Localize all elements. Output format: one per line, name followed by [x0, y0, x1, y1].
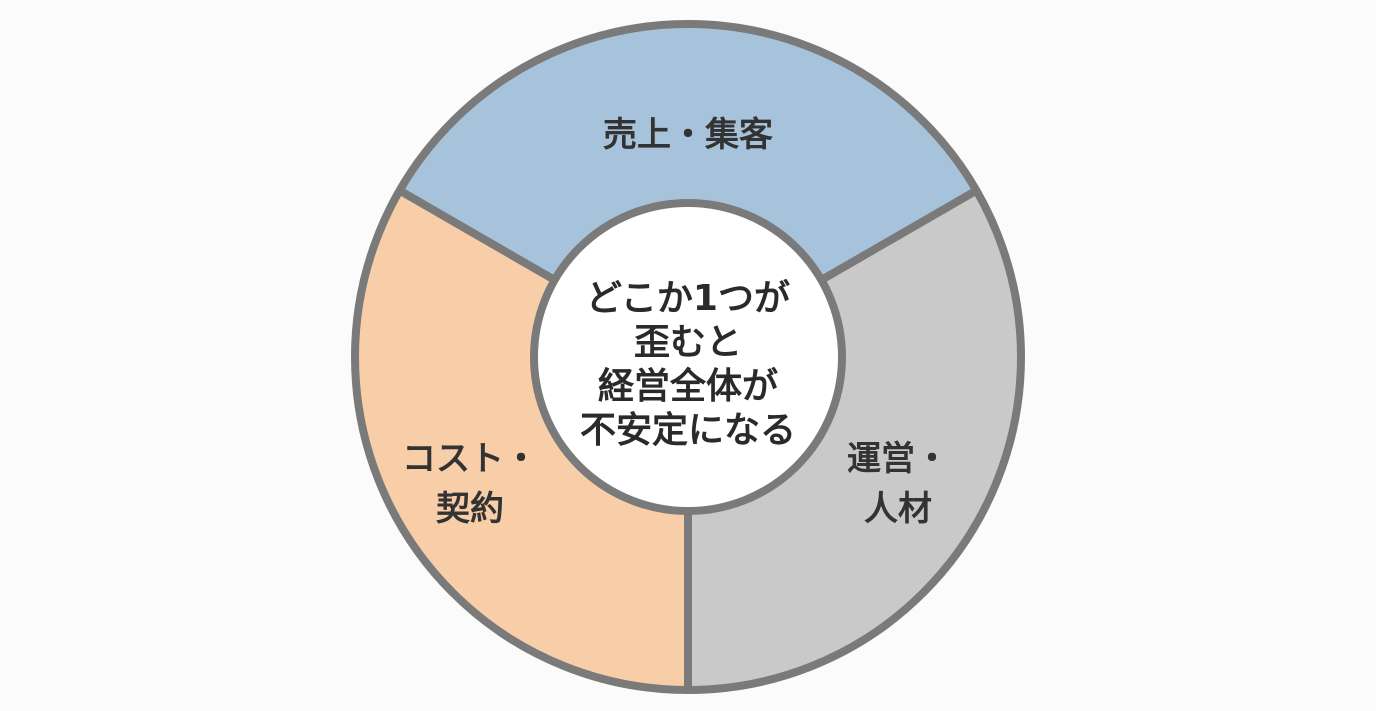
center-text-1: どこか1つが	[586, 278, 790, 319]
center-text-2: 歪むと	[634, 322, 742, 363]
center-text-4: 不安定になる	[580, 410, 796, 451]
segment-label-operations-2: 人材	[864, 489, 932, 529]
divider	[397, 187, 557, 284]
center-text-3: 経営全体が	[598, 365, 778, 407]
segment-label-cost-1: コスト・	[402, 439, 538, 479]
center-circle	[530, 199, 846, 515]
segment-label-operations-1: 運営・	[847, 439, 949, 479]
segment-label-sales: 売上・集客	[603, 115, 773, 155]
segment-label-cost-2: 契約	[436, 489, 504, 529]
divider	[819, 187, 979, 284]
